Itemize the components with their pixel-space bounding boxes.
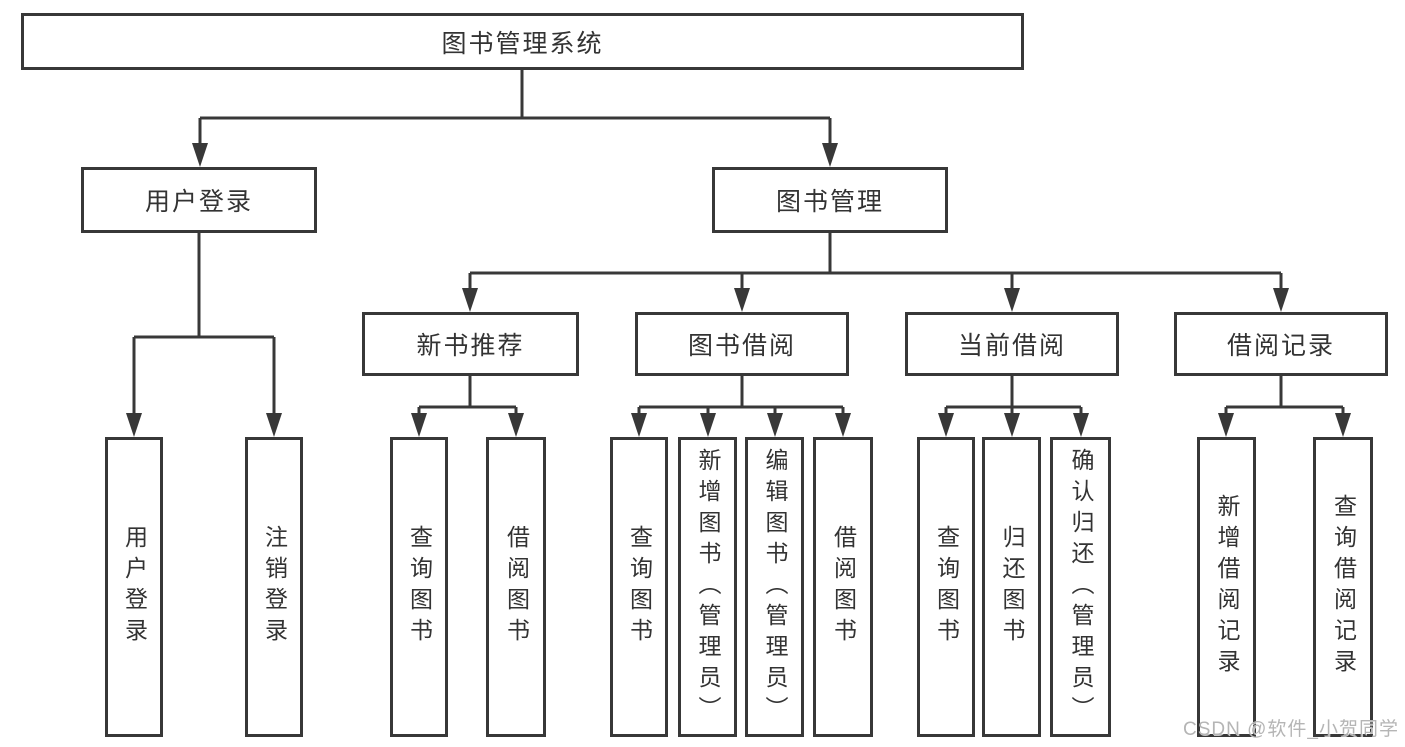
node-label: 图书管理系统 <box>441 29 604 58</box>
leaf-label: 注销登录 <box>261 525 288 649</box>
leaf-newbooks-query-books: 查询图书 <box>390 437 448 737</box>
node-current-borrowing: 当前借阅 <box>905 312 1119 376</box>
leaf-current-confirm-return-admin: 确认归还（管理员） <box>1050 437 1111 737</box>
csdn-watermark: CSDN @软件_小贺同学 <box>1183 719 1399 740</box>
leaf-label: 新增借阅记录 <box>1214 494 1240 680</box>
node-book-management-branch: 图书管理 <box>712 167 948 233</box>
node-user-login-branch: 用户登录 <box>81 167 317 233</box>
leaf-label: 用户登录 <box>121 525 148 649</box>
leaf-current-query-books: 查询图书 <box>917 437 975 737</box>
leaf-label: 查询图书 <box>933 525 960 649</box>
leaf-borrow-add-books-admin: 新增图书（管理员） <box>678 437 737 737</box>
leaf-current-return-books: 归还图书 <box>982 437 1041 737</box>
leaf-logout: 注销登录 <box>245 437 303 737</box>
node-book-borrowing: 图书借阅 <box>635 312 849 376</box>
node-label: 借阅记录 <box>1226 332 1335 360</box>
node-library-management-system: 图书管理系统 <box>21 13 1024 70</box>
node-label: 图书借阅 <box>687 332 796 360</box>
node-label: 用户登录 <box>144 188 253 216</box>
node-label: 当前借阅 <box>957 332 1066 360</box>
leaf-label: 查询图书 <box>626 525 653 649</box>
leaf-records-query-record: 查询借阅记录 <box>1313 437 1373 737</box>
leaf-records-add-record: 新增借阅记录 <box>1197 437 1256 737</box>
node-borrowing-records: 借阅记录 <box>1174 312 1388 376</box>
leaf-label: 借阅图书 <box>830 525 857 649</box>
leaf-label: 编辑图书（管理员） <box>762 447 788 727</box>
leaf-label: 确认归还（管理员） <box>1068 447 1094 727</box>
leaf-label: 查询借阅记录 <box>1330 494 1357 680</box>
leaf-borrow-query-books: 查询图书 <box>610 437 668 737</box>
leaf-label: 归还图书 <box>999 525 1025 649</box>
arrowhead-icons <box>126 143 1351 437</box>
leaf-newbooks-borrow-books: 借阅图书 <box>486 437 546 737</box>
leaf-borrow-borrow-books: 借阅图书 <box>813 437 873 737</box>
leaf-label: 查询图书 <box>406 525 433 649</box>
leaf-borrow-edit-books-admin: 编辑图书（管理员） <box>745 437 804 737</box>
leaf-label: 借阅图书 <box>503 525 530 649</box>
leaf-label: 新增图书（管理员） <box>695 447 721 727</box>
leaf-user-login: 用户登录 <box>105 437 163 737</box>
node-label: 图书管理 <box>775 188 884 216</box>
node-label: 新书推荐 <box>416 332 525 360</box>
node-new-book-recommendation: 新书推荐 <box>362 312 579 376</box>
